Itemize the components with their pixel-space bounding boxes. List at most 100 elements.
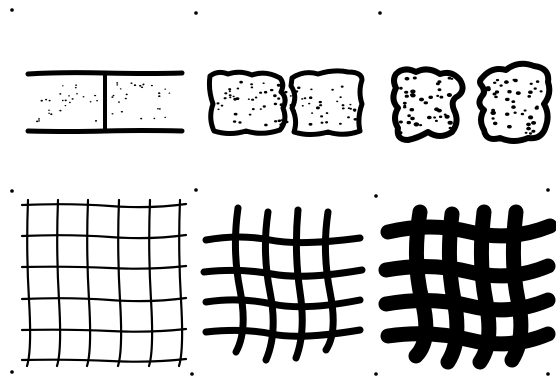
stipple-dot bbox=[234, 113, 238, 116]
stipple-dot bbox=[504, 80, 509, 84]
stipple-dot bbox=[90, 101, 92, 102]
stipple-dot bbox=[530, 83, 533, 85]
stipple-dot bbox=[427, 116, 432, 120]
stipple-dot bbox=[49, 100, 51, 102]
stipple-dot bbox=[158, 92, 160, 94]
stipple-left bbox=[36, 85, 98, 123]
stipple-dot bbox=[511, 100, 515, 103]
stipple-dot bbox=[239, 81, 243, 84]
stipple-dot bbox=[321, 122, 324, 124]
stipple-dot bbox=[217, 109, 219, 111]
stipple-dot bbox=[131, 82, 133, 84]
stipple-dot bbox=[169, 93, 171, 94]
stipple-dot bbox=[437, 80, 441, 83]
stipple-dot bbox=[540, 90, 543, 92]
stipple-dot bbox=[38, 118, 40, 120]
stipple-dot bbox=[112, 113, 114, 114]
stipple-dot bbox=[280, 103, 284, 106]
stipple-dot bbox=[290, 104, 294, 107]
stipple-dot bbox=[511, 105, 516, 109]
stipple-dot bbox=[96, 100, 98, 101]
stipple-dot bbox=[59, 93, 61, 95]
stipple-dot bbox=[139, 85, 141, 87]
stipple-dot bbox=[493, 82, 496, 84]
stipple-dot bbox=[264, 91, 267, 94]
panel-clean-joint bbox=[28, 73, 182, 132]
stipple-dot bbox=[229, 97, 231, 99]
stipple-dot bbox=[403, 105, 406, 107]
stipple-dot bbox=[116, 84, 118, 85]
stipple-dot bbox=[94, 95, 96, 96]
registration-dots bbox=[10, 8, 550, 376]
stipple-dot bbox=[435, 120, 438, 122]
stipple-dot bbox=[428, 96, 433, 99]
stipple-dot bbox=[507, 125, 512, 129]
stipple-dot bbox=[526, 123, 531, 127]
stipple-dot bbox=[339, 96, 341, 98]
stipple-dot bbox=[339, 123, 342, 125]
stipple-dot bbox=[531, 121, 536, 125]
stipple-dot bbox=[399, 87, 403, 90]
stipple-dot bbox=[438, 88, 442, 91]
stipple-dot bbox=[48, 113, 50, 114]
stipple-dot bbox=[125, 98, 127, 100]
stipple-dot bbox=[41, 100, 43, 102]
stipple-dot bbox=[347, 116, 350, 118]
stipple-dot bbox=[118, 101, 120, 102]
stipple-dot bbox=[414, 122, 420, 126]
stipple-dot bbox=[528, 115, 533, 119]
stipple-dot bbox=[280, 88, 283, 90]
stipple-dot bbox=[493, 122, 498, 126]
stipple-dot bbox=[308, 103, 310, 105]
stipple-dot bbox=[309, 123, 313, 126]
stipple-dot bbox=[493, 93, 497, 96]
stipple-dot bbox=[516, 91, 521, 95]
stipple-dot bbox=[336, 101, 338, 103]
stipple-dot bbox=[277, 84, 281, 87]
stipple-dot bbox=[263, 82, 265, 84]
stipple-dot bbox=[151, 85, 153, 86]
stipple-dot bbox=[76, 93, 78, 94]
stipple-dot bbox=[263, 105, 266, 107]
stipple-dot bbox=[410, 117, 415, 120]
stipple-dot bbox=[311, 112, 313, 114]
thick-grid-lines bbox=[204, 208, 362, 360]
stipple-dot bbox=[319, 101, 322, 103]
stipple-right bbox=[111, 82, 170, 119]
stipple-dot bbox=[259, 92, 262, 94]
stipple-dot bbox=[505, 98, 510, 101]
stipple-dot bbox=[279, 123, 283, 126]
stipple-dot bbox=[424, 101, 428, 104]
stipple-dot bbox=[236, 97, 240, 100]
stipple-dot bbox=[270, 89, 273, 91]
panel-deformed-joint bbox=[209, 71, 362, 135]
stipple-dot bbox=[505, 113, 509, 116]
stipple-dot bbox=[293, 110, 296, 112]
stipple-dot bbox=[529, 132, 532, 134]
stipple-dot bbox=[449, 127, 452, 130]
stipple-dot bbox=[38, 120, 40, 121]
stipple-dot bbox=[399, 121, 403, 124]
stipple-dot bbox=[126, 94, 128, 96]
stipple-dot bbox=[65, 105, 67, 106]
stipple-dot bbox=[521, 113, 524, 116]
panel-thin-grid bbox=[22, 200, 186, 366]
stipple-dot bbox=[301, 98, 303, 100]
stipple-dot bbox=[217, 102, 220, 104]
stipple-dot bbox=[62, 85, 64, 86]
stipple-dot bbox=[348, 107, 350, 109]
stipple-dot bbox=[237, 88, 240, 90]
stipple-dot bbox=[134, 84, 136, 86]
stipple-dot bbox=[255, 97, 258, 99]
stipple-dot bbox=[260, 108, 262, 110]
stipple-dot bbox=[490, 111, 496, 115]
panel-separated-blobs bbox=[393, 64, 549, 141]
stipple-dot bbox=[116, 82, 118, 84]
stipple-dot bbox=[439, 116, 442, 119]
stipple-dot bbox=[525, 132, 528, 134]
stipple-dot bbox=[492, 117, 495, 119]
stipple-dot bbox=[433, 116, 436, 118]
stipple-dot bbox=[354, 118, 358, 121]
stipple-dot bbox=[413, 77, 417, 80]
